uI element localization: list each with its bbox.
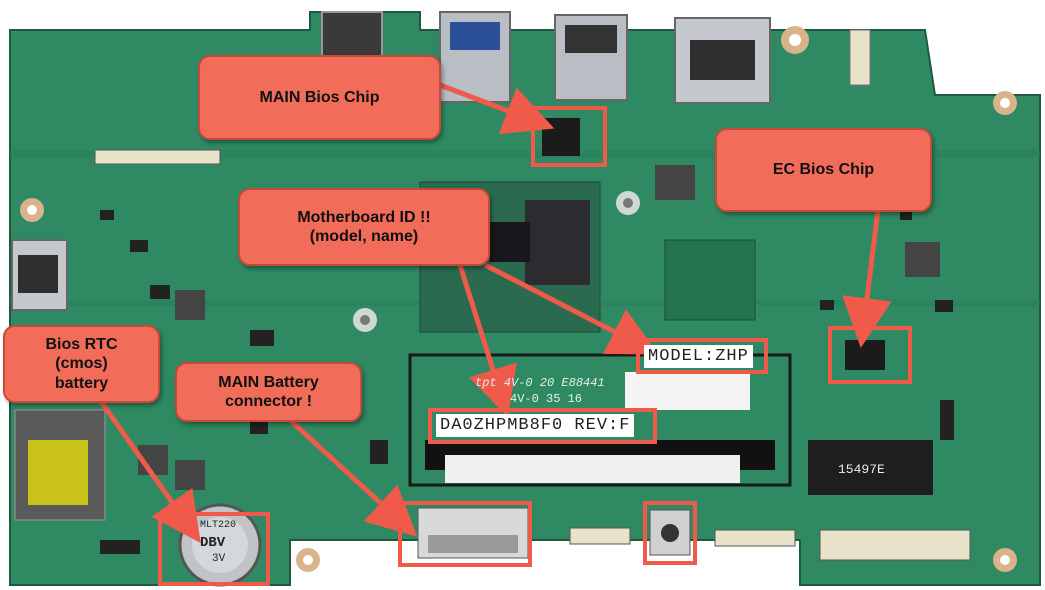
callout-main-battery: MAIN Battery connector !: [175, 362, 362, 422]
battery-model-text: MLT220: [200, 520, 237, 531]
silk-top: tpt 4V-0 20 E88441: [475, 376, 605, 390]
cpu-die: [525, 200, 590, 285]
inductor: [175, 290, 205, 320]
tact-switch: [649, 509, 691, 556]
highlight-board-id: [428, 408, 657, 444]
callout-ec-bios: EC Bios Chip: [715, 128, 932, 212]
battery-brand-text: DBV: [200, 535, 226, 551]
ribbon-connector: [819, 529, 971, 561]
hdmi-port: [321, 11, 383, 58]
ram-slot: [408, 353, 792, 487]
highlight-model: [636, 338, 768, 374]
ribbon-connector: [714, 529, 796, 547]
main-bios-chip: [542, 118, 580, 156]
arrow-model: [483, 262, 659, 355]
arrow-battery-conn: [288, 418, 418, 537]
highlight-main-bios: [531, 106, 607, 167]
arrow-cmos: [97, 398, 201, 544]
arrow-main-bios: [439, 82, 555, 135]
board-id-text: DA0ZHPMB8F0 REV:F: [436, 414, 635, 437]
ribbon-connector: [569, 527, 631, 545]
arrow-board-id: [457, 264, 517, 418]
battery-volt-text: 3V: [212, 553, 226, 565]
barcode-label: [445, 455, 740, 483]
inductor: [655, 165, 695, 200]
ec-bios-chip: [845, 340, 885, 370]
qr-label: [625, 372, 750, 410]
model-text: MODEL:ZHP: [644, 345, 753, 368]
ribbon-connector: [94, 149, 221, 165]
silk-mid: 4V-0 35 16: [510, 392, 583, 406]
chip-grid: [664, 239, 756, 321]
inductor: [905, 242, 940, 277]
highlight-cmos: [158, 512, 270, 586]
side-connector: [849, 29, 871, 86]
inductor: [175, 460, 205, 490]
callout-main-bios: MAIN Bios Chip: [198, 55, 441, 140]
arrow-ec-bios: [842, 209, 892, 348]
callout-motherboard-id: Motherboard ID !! (model, name): [238, 188, 490, 266]
highlight-switch: [643, 501, 697, 565]
m2-slot: [808, 440, 933, 495]
slot-label: 15497E: [838, 462, 885, 477]
callout-bios-rtc: Bios RTC (cmos) battery: [3, 325, 160, 403]
